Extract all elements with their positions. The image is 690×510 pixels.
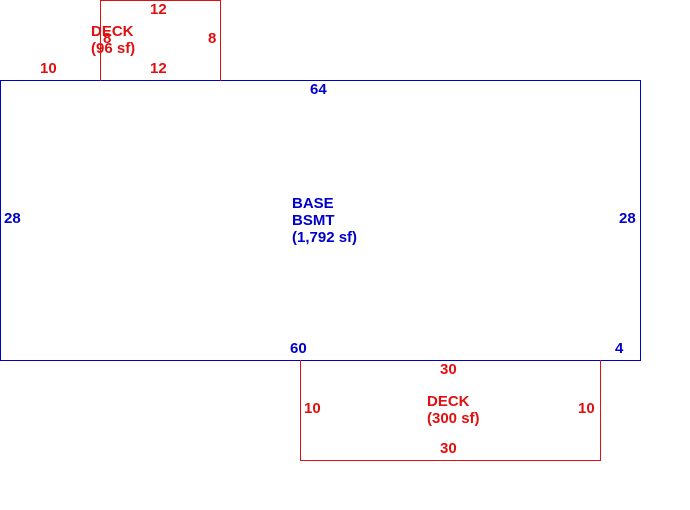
base-area-label: (1,792 sf) [292, 229, 358, 246]
base-basement-outline [0, 80, 641, 361]
deck-small-dim-top: 12 [150, 1, 167, 18]
deck-large-area-label: (300 sf) [427, 410, 480, 427]
base-dim-bottom-left: 60 [290, 340, 307, 357]
deck-large-dim-right: 10 [578, 400, 595, 417]
deck-large-outline [300, 360, 601, 461]
base-dim-left: 28 [4, 210, 21, 227]
base-dim-right: 28 [619, 210, 636, 227]
deck-small-dim-right: 8 [208, 30, 217, 47]
deck-small-area-label: (96 sf) [91, 40, 136, 57]
deck-small-outline [100, 0, 221, 81]
deck-large-dim-top: 30 [440, 361, 457, 378]
base-name-label: BASE [292, 195, 334, 212]
base-subname-label: BSMT [292, 212, 335, 229]
deck-large-dim-left: 10 [304, 400, 321, 417]
deck-small-dim-bottom: 12 [150, 60, 167, 77]
deck-small-name-label: DECK [91, 23, 134, 40]
deck-large-dim-bottom: 30 [440, 440, 457, 457]
base-dim-top: 64 [310, 81, 327, 98]
deck-small-dim-offset: 10 [40, 60, 57, 77]
deck-small-dim-left: 8 [103, 30, 112, 47]
deck-large-name-label: DECK [427, 393, 470, 410]
base-dim-bottom-right: 4 [615, 340, 624, 357]
